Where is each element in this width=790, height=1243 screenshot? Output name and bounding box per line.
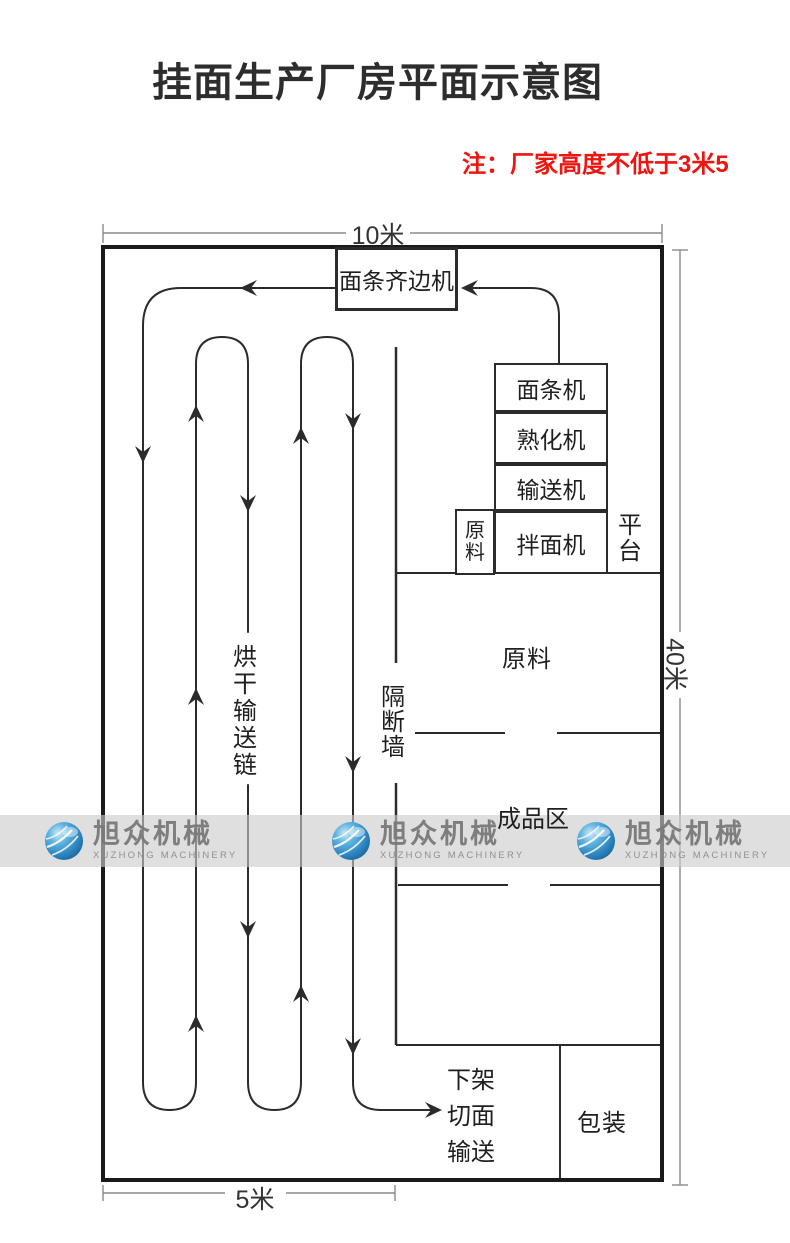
machine-noodle-label: 面条机: [516, 376, 586, 403]
flow-arrow-down-icon: [240, 921, 256, 938]
flow-arrow-left-icon: [240, 280, 257, 296]
flow-arrow-up-icon: [188, 1015, 204, 1032]
watermark-name: 旭众机械: [93, 819, 213, 850]
watermark-text: 旭众机械 XUZHONG MACHINERY: [93, 821, 237, 861]
raw-material-box: 原料: [455, 509, 495, 575]
platform-label: 平台: [618, 512, 642, 565]
machine-mixer: 拌面机: [494, 511, 608, 574]
drying-chain-label: 烘干输送链: [233, 644, 257, 779]
machine-conveyor-label: 输送机: [516, 476, 586, 503]
flow-arrow-up-icon: [188, 405, 204, 422]
watermark-logo: 旭众机械 XUZHONG MACHINERY: [331, 816, 524, 866]
flow-arrow-down-icon: [345, 413, 361, 430]
machine-mixer-label: 拌面机: [516, 531, 586, 558]
watermark-name: 旭众机械: [625, 819, 745, 850]
packing-label: 包装: [577, 1110, 627, 1137]
flow-arrow-right-icon: [425, 1102, 442, 1118]
globe-icon: [577, 822, 615, 860]
watermark-logo: 旭众机械 XUZHONG MACHINERY: [576, 816, 769, 866]
globe-icon: [332, 822, 370, 860]
machine-noodle: 面条机: [494, 363, 608, 412]
dimension-bottom-width: 5米: [235, 1186, 275, 1214]
watermark-text: 旭众机械 XUZHONG MACHINERY: [625, 821, 769, 861]
watermark-text: 旭众机械 XUZHONG MACHINERY: [380, 821, 524, 861]
watermark-name: 旭众机械: [380, 819, 500, 850]
watermark-band: [0, 815, 790, 867]
machine-conveyor: 输送机: [494, 464, 608, 511]
flow-arrow-up-icon: [188, 688, 204, 705]
machine-aging-label: 熟化机: [516, 427, 586, 453]
partition-wall-label: 隔断墙: [381, 684, 405, 761]
dimension-right-height: 40米: [660, 638, 689, 691]
page-title: 挂面生产厂房平面示意图: [152, 61, 603, 105]
flow-arrow-down-icon: [345, 756, 361, 773]
height-note: 注：厂家高度不低于3米5: [462, 151, 729, 178]
finished-area-label: 成品区: [497, 806, 569, 833]
machine-edge-trimmer-label: 面条齐边机: [339, 268, 454, 294]
flow-arrows: [135, 280, 478, 1118]
dimension-top-width: 10米: [351, 222, 405, 250]
flow-arrow-down-icon: [345, 1038, 361, 1055]
conveyor-path: [142, 287, 560, 1112]
watermark-name-en: XUZHONG MACHINERY: [625, 850, 770, 862]
flow-arrow-down-icon: [135, 446, 151, 463]
machine-aging: 熟化机: [494, 412, 608, 464]
raw-material-box-label: 原料: [465, 520, 485, 564]
globe-icon: [45, 822, 83, 860]
watermark-logo: 旭众机械 XUZHONG MACHINERY: [44, 816, 237, 866]
flow-arrow-up-icon: [293, 427, 309, 444]
dimension-lines: [102, 224, 688, 1201]
watermark-name-en: XUZHONG MACHINERY: [93, 850, 238, 862]
watermark-name-en: XUZHONG MACHINERY: [380, 850, 525, 862]
raw-material-room-label: 原料: [502, 646, 552, 673]
flow-arrow-up-icon: [293, 985, 309, 1002]
machine-edge-trimmer: 面条齐边机: [335, 247, 458, 311]
flow-arrow-down-icon: [240, 495, 256, 512]
flow-arrow-left-icon: [461, 280, 478, 296]
offload-flow-label: 下架 切面 输送: [447, 1067, 495, 1166]
